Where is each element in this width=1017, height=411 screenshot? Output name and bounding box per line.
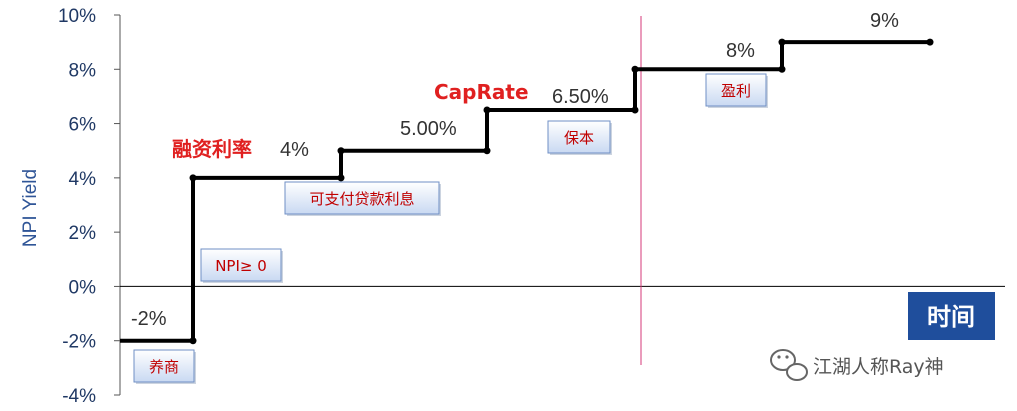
tag-box — [133, 349, 195, 383]
data-label: 8% — [726, 40, 755, 62]
step-point — [631, 65, 639, 73]
y-axis-label: NPI Yield — [20, 169, 41, 247]
y-tick-label: -4% — [62, 386, 96, 407]
time-label: 时间 — [927, 303, 975, 331]
tag-box — [200, 248, 282, 282]
tag-label: 保本 — [564, 129, 594, 147]
time-box: 时间 — [908, 292, 995, 340]
step-point — [337, 174, 345, 182]
tag-box — [284, 181, 440, 215]
watermark: 江湖人称Ray神 — [770, 349, 944, 381]
data-label: 9% — [870, 10, 899, 32]
y-ticks: -4% -2% 0% 2% 4% 6% 8% 10% — [58, 6, 120, 407]
data-labels: -2% 4% 5.00% 6.50% 8% 9% — [131, 10, 899, 330]
tag-label: 可支付贷款利息 — [309, 190, 414, 208]
y-tick-label: 10% — [58, 6, 96, 27]
step-point — [778, 38, 786, 46]
step-point — [337, 147, 345, 155]
y-tick-label: -2% — [62, 332, 96, 353]
tag-label: 盈利 — [721, 82, 751, 100]
tags: 养商 NPI≥ 0 可支付贷款利息 保本 盈利 — [133, 73, 768, 384]
y-tick-label: 0% — [69, 277, 97, 298]
data-label: 4% — [280, 139, 309, 161]
step-point — [189, 337, 197, 345]
tag-box — [705, 73, 767, 107]
tag-label: 养商 — [149, 358, 179, 376]
step-point — [483, 147, 491, 155]
step-point — [778, 65, 786, 73]
data-label: 6.50% — [552, 86, 609, 108]
tag-box — [547, 120, 611, 154]
series-group — [120, 38, 934, 345]
step-point — [926, 38, 934, 46]
y-tick-label: 2% — [69, 223, 97, 244]
step-point — [189, 174, 197, 182]
watermark-text: 江湖人称Ray神 — [813, 356, 944, 378]
step-point — [631, 106, 639, 114]
wechat-icon — [770, 349, 808, 381]
step-point — [483, 106, 491, 114]
y-tick-label: 6% — [69, 115, 97, 136]
npi-step-line — [120, 40, 930, 343]
y-tick-label: 8% — [69, 60, 97, 81]
financing-rate-annotation: 融资利率 — [172, 137, 252, 161]
y-tick-label: 4% — [69, 169, 97, 190]
time-label-box — [908, 292, 995, 340]
data-label: -2% — [131, 308, 167, 330]
axes: NPI Yield — [20, 15, 1005, 395]
annotations: 融资利率 CapRate — [172, 80, 529, 161]
cap-rate-annotation: CapRate — [434, 80, 529, 104]
data-label: 5.00% — [400, 118, 457, 140]
tag-label: NPI≥ 0 — [215, 257, 267, 275]
